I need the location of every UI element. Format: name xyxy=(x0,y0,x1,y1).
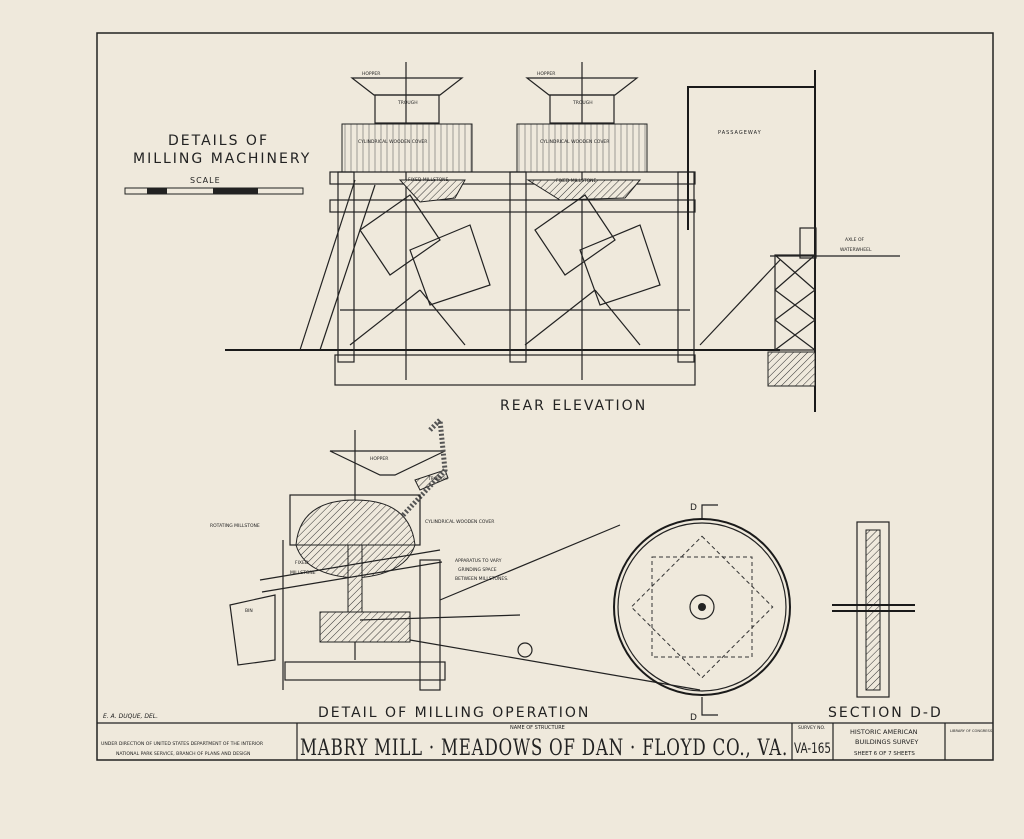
sheet-border xyxy=(96,32,994,761)
view-title-milling-operation: DETAIL OF MILLING OPERATION xyxy=(318,705,590,721)
label-apparatus-2: GRINDING SPACE xyxy=(458,567,497,573)
sheet-number: SHEET 6 OF 7 SHEETS xyxy=(854,751,915,757)
library-stamp: LIBRARY OF CONGRESS xyxy=(950,729,993,733)
label-fixed-millstone-2: FIXED MILLSTONE xyxy=(556,178,596,184)
scale-label: SCALE xyxy=(190,176,221,185)
label-cover-2: CYLINDRICAL WOODEN COVER xyxy=(540,139,609,145)
label-trough-3: TROUGH xyxy=(427,476,448,482)
scale-bar xyxy=(124,187,304,195)
label-trough-1: TROUGH xyxy=(397,100,418,106)
delineator: E. A. DUQUE, DEL. xyxy=(103,713,158,720)
label-trough-2: TROUGH xyxy=(572,100,593,106)
label-rotating-millstone: ROTATING MILLSTONE xyxy=(210,523,260,529)
label-fixed-millstone-1: FIXED MILLSTONE xyxy=(408,177,448,183)
label-passageway: PASSAGEWAY xyxy=(718,130,762,136)
large-wheel xyxy=(613,518,791,696)
view-title-section: SECTION D-D xyxy=(828,705,943,721)
milling-operation-drawing xyxy=(229,414,915,716)
rear-elevation-drawing xyxy=(225,62,900,412)
label-hopper-2: HOPPER xyxy=(537,71,555,77)
title-block xyxy=(97,722,993,760)
section-mark-bottom: D xyxy=(690,713,697,723)
label-fixed-1: FIXED xyxy=(295,560,309,566)
survey-no: VA-165 xyxy=(794,741,831,757)
label-cover-3: CYLINDRICAL WOODEN COVER xyxy=(425,519,494,525)
label-apparatus-3: BETWEEN MILLSTONES. xyxy=(455,576,508,582)
label-hopper-3: HOPPER xyxy=(370,456,388,462)
habs-line-1: HISTORIC AMERICAN xyxy=(850,728,918,736)
habs-line-2: BUILDINGS SURVEY xyxy=(855,738,918,746)
direction-line-2: NATIONAL PARK SERVICE, BRANCH OF PLANS A… xyxy=(116,751,250,757)
main-title-line1: DETAILS OF xyxy=(168,133,269,149)
label-fixed-2: MILLSTONE xyxy=(290,570,316,576)
view-title-rear-elevation: REAR ELEVATION xyxy=(500,398,647,414)
label-apparatus-1: APPARATUS TO VARY xyxy=(455,558,502,564)
structure-name: MABRY MILL · MEADOWS OF DAN · FLOYD CO.,… xyxy=(300,736,788,761)
label-axle-2: WATERWHEEL xyxy=(840,247,872,253)
label-cover-1: CYLINDRICAL WOODEN COVER xyxy=(358,139,427,145)
label-hopper-1: HOPPER xyxy=(362,71,380,77)
section-mark-top: D xyxy=(690,503,697,513)
main-title-line2: MILLING MACHINERY xyxy=(133,151,311,167)
name-of-structure-label: NAME OF STRUCTURE xyxy=(510,725,565,731)
label-bin: BIN xyxy=(245,608,253,614)
survey-no-label: SURVEY NO. xyxy=(798,725,825,731)
label-axle-1: AXLE OF xyxy=(845,237,864,243)
direction-line-1: UNDER DIRECTION OF UNITED STATES DEPARTM… xyxy=(101,741,264,747)
